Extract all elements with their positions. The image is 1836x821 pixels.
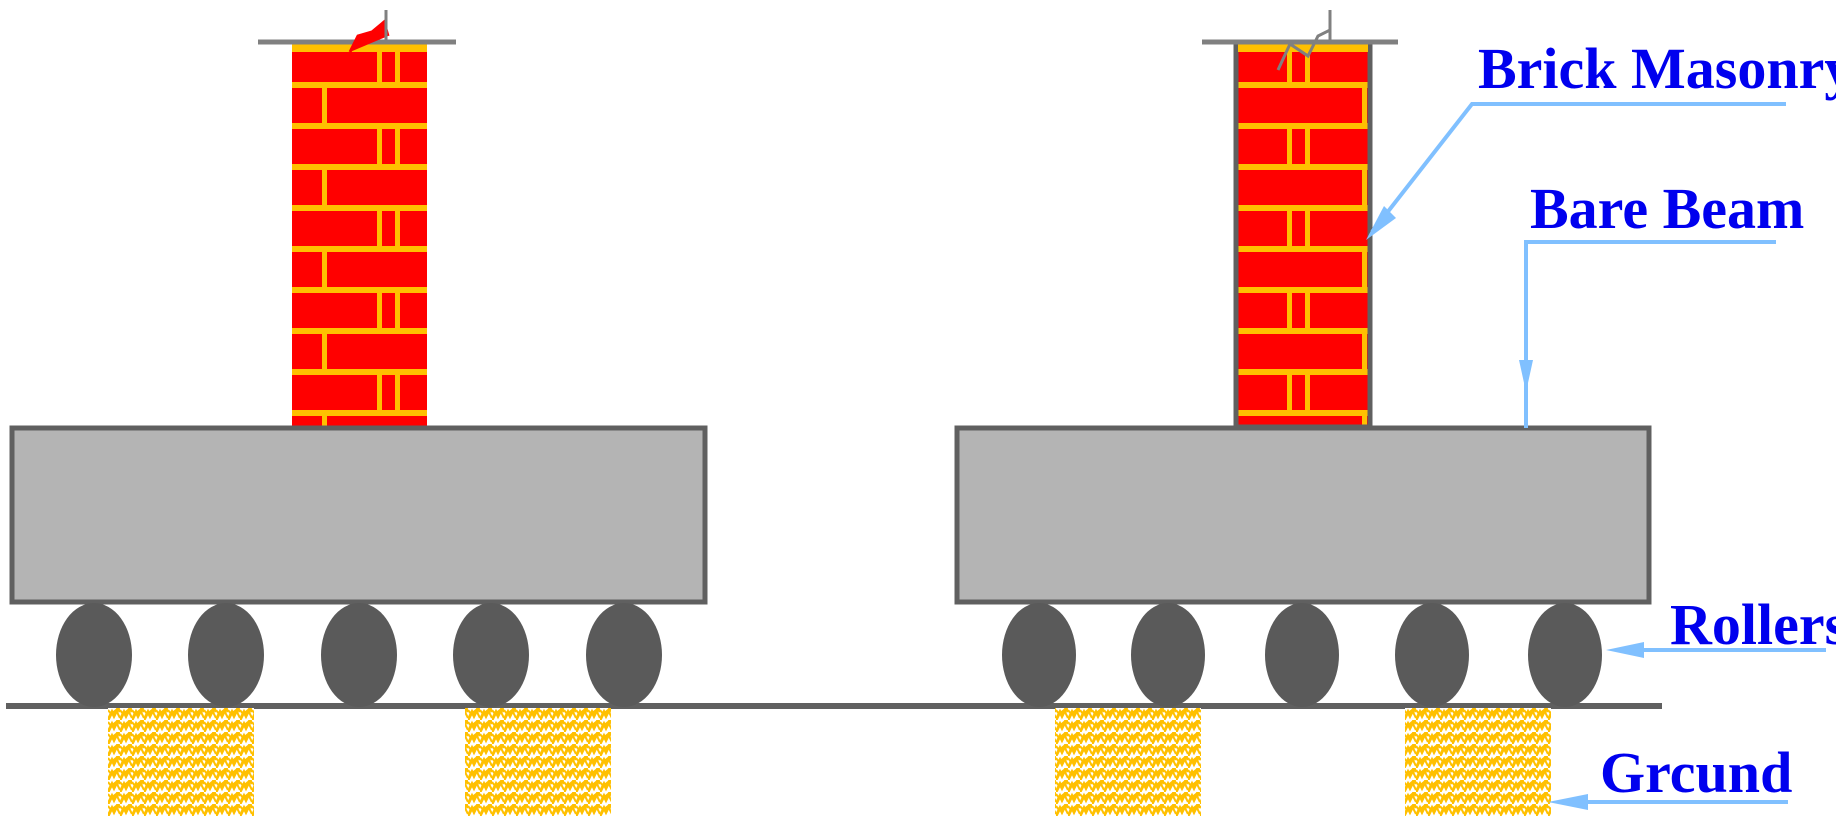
label-bare-beam: Bare Beam — [1519, 176, 1804, 428]
ground-label: Grcund — [1600, 740, 1792, 805]
rollers-arrowhead — [1606, 642, 1644, 658]
label-rollers: Rollers — [1606, 592, 1836, 658]
brick-column-left — [258, 10, 456, 432]
roller — [321, 603, 397, 707]
left-isolation-unit — [9, 10, 708, 816]
roller — [1528, 603, 1602, 707]
bare-beam-arrowhead — [1519, 360, 1533, 392]
roller — [188, 603, 264, 707]
soil-patch-left-2 — [465, 708, 611, 816]
bare-beam-label: Bare Beam — [1530, 176, 1804, 241]
brick-column-right — [1202, 10, 1398, 430]
roller — [56, 603, 132, 707]
roller — [1002, 603, 1076, 707]
label-brick-masonry: Brick Masonry — [1366, 36, 1836, 240]
beam-right — [954, 425, 1652, 605]
label-ground: Grcund — [1548, 740, 1792, 810]
rollers-left — [56, 603, 662, 707]
right-isolation-unit — [954, 10, 1652, 816]
soil-patch-left-1 — [108, 708, 254, 816]
roller — [453, 603, 529, 707]
soil-patch-right-1 — [1055, 708, 1201, 816]
soil-patch-right-2 — [1405, 708, 1551, 816]
bare-beam-leader — [1524, 240, 1776, 428]
rollers-right — [1002, 603, 1602, 707]
brick-masonry-leader — [1370, 102, 1786, 234]
brick-masonry-arrowhead — [1366, 206, 1396, 240]
roller — [1265, 603, 1339, 707]
ground-arrowhead — [1548, 794, 1588, 810]
beam-left — [9, 425, 708, 605]
roller — [1395, 603, 1469, 707]
roller — [586, 603, 662, 707]
roller — [1131, 603, 1205, 707]
rollers-label: Rollers — [1670, 592, 1836, 657]
brick-masonry-label: Brick Masonry — [1478, 36, 1836, 101]
